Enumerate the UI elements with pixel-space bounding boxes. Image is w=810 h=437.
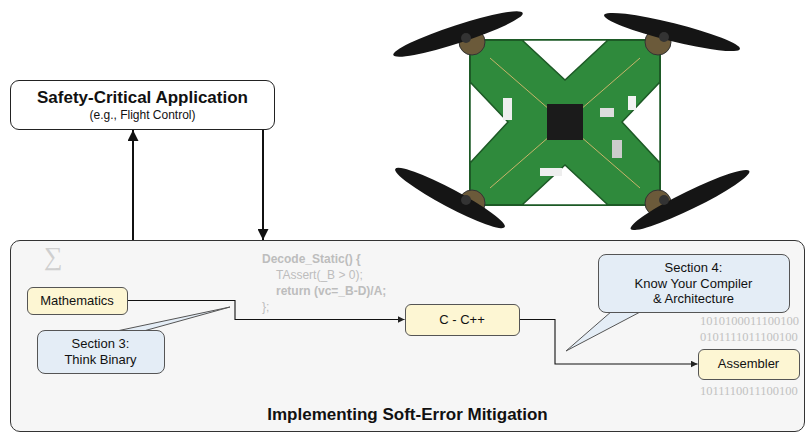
pcb-connector <box>540 168 562 176</box>
node-body: Think Binary <box>64 352 136 368</box>
pcb-component <box>612 140 622 158</box>
propeller <box>627 163 754 237</box>
propeller-hub <box>461 195 471 205</box>
pcb-switch <box>628 96 636 110</box>
code-watermark: }; <box>262 300 269 314</box>
node-title: Section 3: <box>72 336 130 352</box>
pcb-cutout <box>622 82 660 163</box>
propeller <box>391 161 509 235</box>
propeller <box>391 4 526 63</box>
pcb-cutout <box>470 82 508 163</box>
pcb-trace <box>490 58 640 188</box>
code-watermark: Decode_Static() { <box>262 252 361 266</box>
application-box: Safety-Critical Application(e.g., Flight… <box>10 80 275 130</box>
callout-bubble: Section 3:Think Binary <box>37 330 165 374</box>
propeller-hub <box>659 32 669 42</box>
process-box: Assembler <box>698 349 800 380</box>
pcb-component <box>600 108 614 117</box>
binary-watermark: 0101111011100100 <box>700 330 798 344</box>
code-watermark: return (vc=_B-D)/A; <box>276 284 386 298</box>
math-symbol: ∑ <box>44 242 63 272</box>
pcb-cutout <box>522 165 608 205</box>
connector-arrow <box>262 130 264 240</box>
propeller-hub <box>461 33 471 43</box>
mitigation-panel: Implementing Soft-Error Mitigation Mathem… <box>10 240 805 432</box>
code-watermark: TAssert(_B > 0); <box>276 268 363 282</box>
node-title: Assembler <box>718 356 779 372</box>
propeller-hub <box>659 195 669 205</box>
pcb-connector <box>503 98 512 120</box>
node-body: (e.g., Flight Control) <box>89 108 195 122</box>
node-title: C - C++ <box>439 312 485 328</box>
process-box: Mathematics <box>27 287 128 315</box>
node-title: Mathematics <box>40 293 114 309</box>
pcb-trace <box>490 58 640 188</box>
binary-watermark: 1011110011100100 <box>700 384 798 398</box>
node-body: Know Your Compiler & Architecture <box>631 276 757 307</box>
pcb-cutout <box>522 40 608 80</box>
propeller <box>602 6 742 57</box>
connector-arrow <box>132 130 134 240</box>
node-title: Implementing Soft-Error Mitigation <box>267 405 548 425</box>
binary-watermark: 1010100011100100 <box>700 314 799 328</box>
process-box: C - C++ <box>405 304 520 336</box>
node-title: Section 4: <box>665 260 723 276</box>
pcb-board <box>470 40 660 205</box>
mcu-chip <box>547 104 583 140</box>
callout-bubble: Section 4:Know Your Compiler & Architect… <box>598 254 790 313</box>
node-title: Safety-Critical Application <box>37 88 248 108</box>
